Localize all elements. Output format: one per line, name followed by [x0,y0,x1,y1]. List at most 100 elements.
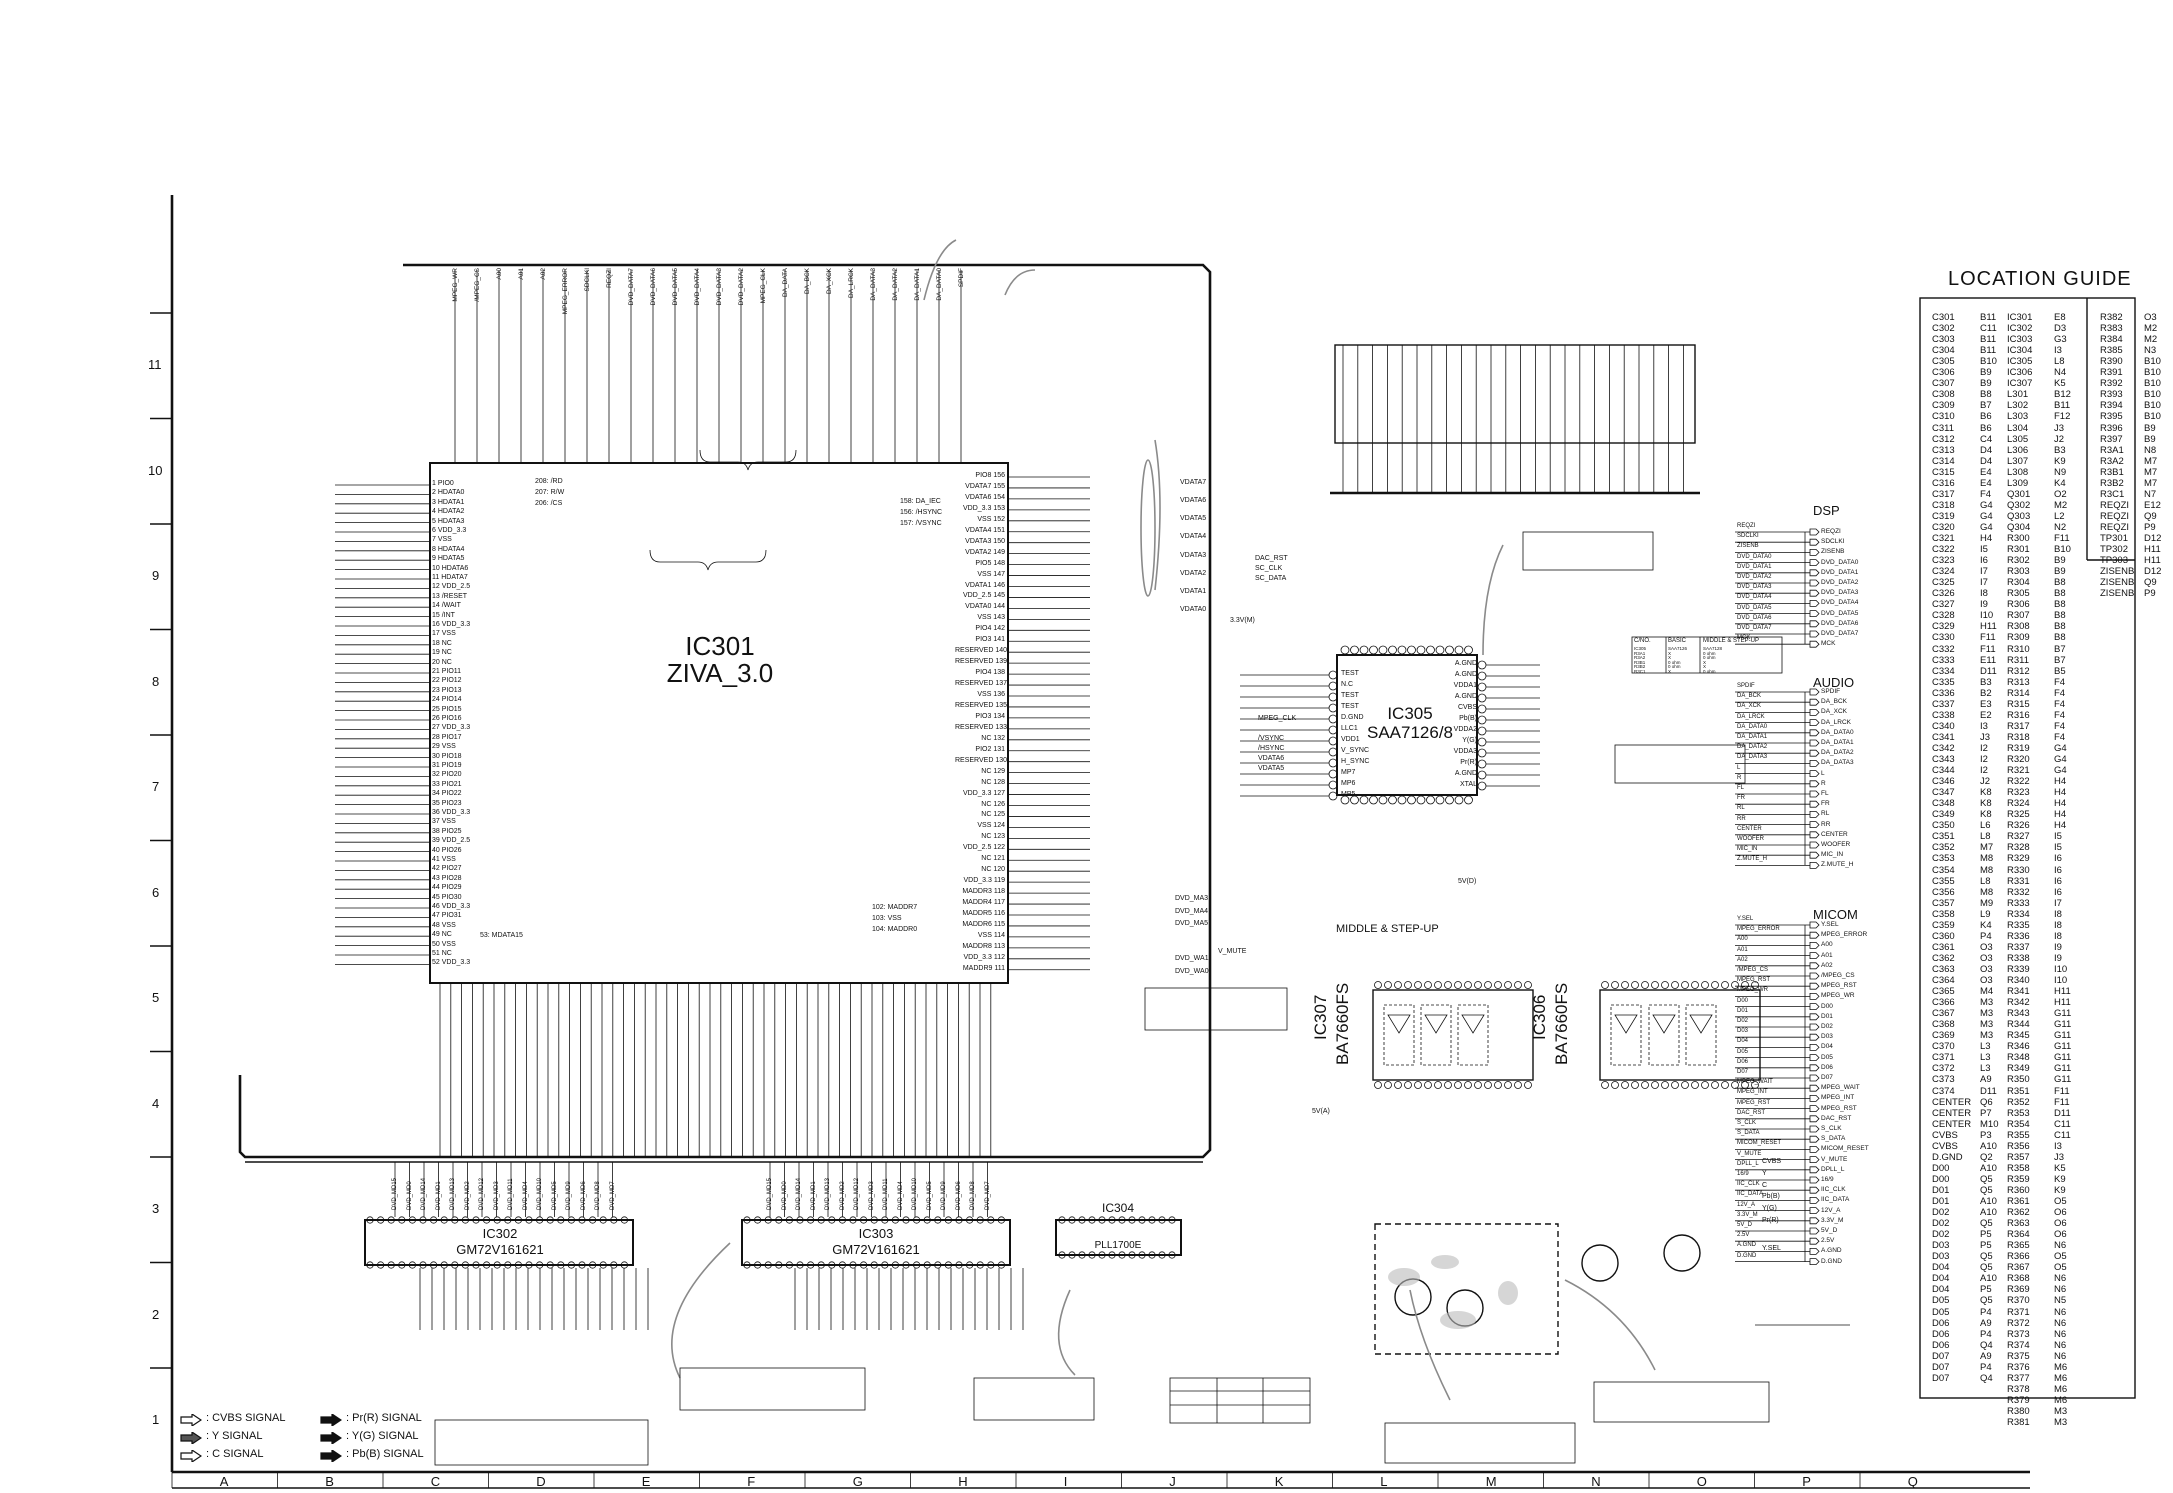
location-part-ref: CENTER [1932,1118,1972,1130]
connector-group-title: AUDIO [1813,675,1855,690]
ic301-top-pin-label: DVD_DATA4 [694,268,701,306]
location-part-ref: R350 [2007,1074,2030,1086]
location-part-ref: C329 [1932,621,1955,633]
location-grid-cell-alt: N7 [2144,488,2157,500]
location-grid-cell-alt: Q9 [2144,510,2157,522]
location-part-ref: IC304 [2007,345,2033,357]
ic301-top-pin-label: DA_LRCK [848,268,855,298]
location-part-ref: R355 [2007,1129,2030,1141]
location-part-ref: C316 [1932,477,1955,489]
location-part-ref: R339 [2007,963,2030,975]
grid-row-label: 1 [152,1412,160,1427]
location-grid-cell: B11 [1980,312,1997,323]
connector-pin-label: FL [1821,790,1829,797]
location-part-ref: L305 [2007,433,2029,445]
ic301-pin-stubs [335,270,1090,1157]
ic301-pin-label: 13 /RESET [432,592,468,600]
location-grid-cell: B8 [1980,389,1992,401]
connector-pin-label: RR [1821,820,1831,828]
connector-pin-label: Y.SEL [1821,921,1839,928]
location-part-ref: D03 [1932,1251,1950,1263]
location-grid-cell: B9 [2054,566,2066,578]
connector-pin-label: DA_XCK [1821,708,1848,716]
location-part-ref: R393 [2100,389,2123,401]
location-grid-cell: Q5 [1980,1184,1993,1196]
ic301-pin-label: VDATA6 154 [965,493,1005,501]
connector-pin-label: DVD_DATA7 [1821,630,1859,637]
location-grid-cell: M3 [2054,1405,2068,1417]
ic301-pin-label: 15 /INT [432,611,455,619]
location-grid-cell: E11 [1980,654,1997,666]
location-grid-cell: I2 [1980,754,1988,765]
location-grid-cell: M8 [1980,864,1994,876]
location-part-ref: C314 [1932,455,1955,467]
connector-pin-label: D07 [1821,1074,1833,1081]
ic301-pin-label: 47 PIO31 [432,912,462,920]
location-grid-cell: G3 [2054,334,2067,346]
connector-net-label: S_DATA [1737,1130,1760,1137]
option-table-cell: SAA7128 [1703,646,1723,651]
location-grid-cell-alt: B10 [2144,389,2161,401]
location-grid-cell-alt: B10 [2144,400,2161,412]
connector-net-label: DVD_DATA0 [1737,553,1772,560]
ic301-pin-label: 45 PIO30 [432,893,462,901]
location-grid-cell: E4 [1980,466,1992,478]
ic301-note: 104: MADDR0 [872,926,918,933]
location-grid-cell-alt: D12 [2144,566,2162,578]
location-part-ref: CENTER [1932,1107,1972,1119]
location-grid-cell: I8 [2054,908,2062,920]
location-grid-cell: Q5 [1980,1295,1993,1307]
location-grid-cell: L2 [2054,510,2065,522]
location-part-ref: R354 [2007,1118,2030,1130]
connector-net-label: DA_DATA1 [1737,734,1768,740]
location-part-ref: IC303 [2007,334,2033,346]
connector-net-label: MPEG_WR [1737,987,1769,994]
location-grid-cell: M6 [2054,1394,2068,1406]
ic305-pin-label: TEST [1341,692,1359,699]
location-grid-cell: F4 [2054,731,2066,743]
net-label: Pr(R) [1762,1217,1779,1224]
location-grid-cell: B8 [2054,577,2066,589]
ic301-pin-label: 30 PIO18 [432,752,462,760]
location-part-ref: D02 [1932,1218,1950,1230]
ic301-pin-label: 25 PIO15 [432,705,462,713]
location-grid-cell: D11 [1980,1085,1997,1097]
location-part-ref: TP301 [2100,533,2128,544]
ic301-note: 207: R/W [535,489,565,496]
location-part-ref: R368 [2007,1273,2030,1285]
location-part-ref: R326 [2007,820,2030,832]
location-part-ref: R360 [2007,1184,2030,1196]
location-grid-cell: I5 [1980,544,1988,556]
dvd-bus-label: DVD_MD14 [796,1177,802,1210]
location-part-ref: R3A2 [2100,455,2124,467]
location-grid-cell: P4 [1980,930,1992,942]
location-part-ref: REQZI [2100,521,2130,533]
connector-net-label: 2.5V [1737,1232,1750,1239]
ic301-pin-label: RESERVED 137 [955,680,1008,688]
ic301-pin-label: VDATA0 144 [965,603,1005,611]
location-grid-cell: G4 [1980,521,1993,533]
location-grid-cell: I5 [2054,831,2062,843]
location-grid-cell: B9 [1980,378,1992,390]
location-grid-cell: C11 [2054,1129,2071,1141]
ic301-top-pin-label: A02 [540,268,547,280]
location-part-ref: R319 [2007,742,2030,754]
location-grid-cell: I2 [1980,742,1988,754]
connector-pin-label: DA_DATA3 [1821,759,1854,767]
ic305-pin-label: VDD1 [1341,736,1360,743]
location-grid-cell-alt: P9 [2144,588,2156,600]
location-grid-cell: M3 [1980,1008,1994,1020]
location-part-ref: C361 [1932,941,1955,953]
location-part-ref: R304 [2007,577,2030,589]
ic305-pin-label: A.GND [1454,660,1477,667]
signal-legend-label: : Y SIGNAL [206,1430,263,1442]
location-grid-cell: L8 [2054,356,2065,368]
location-part-ref: C338 [1932,709,1955,721]
connector-pin-label: DA_DATA1 [1821,739,1854,746]
dvd-bus-label: DVD_MD8 [970,1181,976,1210]
net-label: SC_CLK [1255,565,1283,572]
location-grid-cell-alt: M7 [2144,477,2158,489]
location-grid-cell: I7 [1980,566,1988,578]
connector-net-label: MICOM_RESET [1737,1140,1782,1147]
